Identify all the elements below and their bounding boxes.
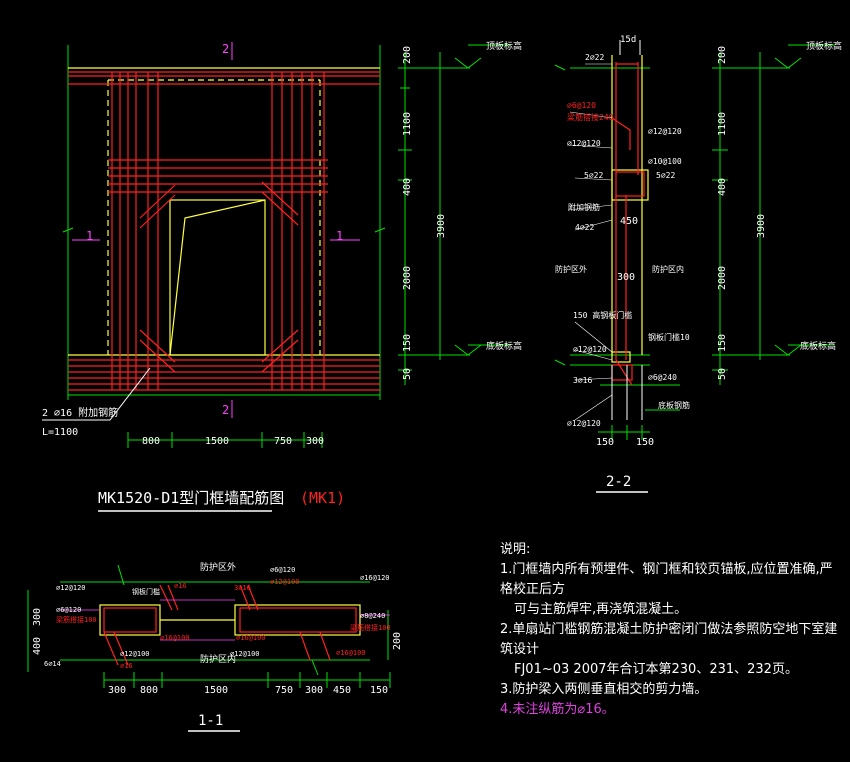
sec11-bottom-text: 防护区内 <box>200 653 236 665</box>
sec22-label-inside: 防护区内 <box>652 264 684 274</box>
sec11-dim-b4: 300 <box>305 685 323 696</box>
sec22-label-l0: 2⌀22 <box>585 53 604 62</box>
sec11-top-text: 防护区外 <box>200 561 236 573</box>
sec11-l9: ⌀16 <box>174 582 187 590</box>
sec11-l3: 6⌀14 <box>44 660 61 668</box>
section-2-2: 15d 2⌀22 ⌀6@120 梁筋搭接240 ⌀12@120 5⌀22 附加钢… <box>554 35 842 493</box>
sec22-level-top: 顶板标高 <box>806 40 842 52</box>
sec22-label-l5: 附加钢筋 <box>568 202 600 212</box>
dim-right-200: 200 <box>402 46 413 64</box>
sec11-l16: 梁筋搭接100 <box>350 623 391 632</box>
dim-total: 3900 <box>436 214 447 238</box>
sec22-level-bottom: 底板标高 <box>800 340 836 352</box>
sec22-label-r7: 底板钢筋 <box>658 400 690 410</box>
sec22-top-dim: 15d <box>620 35 636 45</box>
dim-bottom-4: 300 <box>306 436 324 447</box>
sec22-label-l7: 150 高钢板门槛 <box>573 310 632 320</box>
sec22-dim-right-400: 400 <box>717 178 728 196</box>
elevation-view: 2 2 1 1 2 ⌀16 附加钢筋 L=1100 800 1500 750 3… <box>42 40 522 448</box>
sec11-dim-b6: 150 <box>370 685 388 696</box>
notes-block: 说明: 1.门框墙内所有预埋件、钢门框和铰页锚板,应位置准确,严格校正后方 可与… <box>500 540 840 720</box>
sec22-label-l8: ⌀12@120 <box>573 345 607 354</box>
notes-line-4: FJ01~03 2007年合订本第230、231、232页。 <box>514 662 798 677</box>
sec22-dim-b1: 150 <box>636 437 654 448</box>
dim-right-2000: 2000 <box>402 266 413 290</box>
dim-bottom-3: 750 <box>274 436 292 447</box>
title-tag: (MK1) <box>300 489 345 507</box>
sec11-l5: ⌀16 <box>120 662 133 670</box>
sec11-l2: 梁筋搭接100 <box>56 615 97 624</box>
dim-right-150: 150 <box>402 334 413 352</box>
sec22-dim-450: 450 <box>620 216 638 227</box>
sec22-label-r1: ⌀10@100 <box>648 157 682 166</box>
notes-heading: 说明: <box>500 542 531 557</box>
dim-right-50: 50 <box>402 368 413 380</box>
sec11-l12: ⌀12@100 <box>270 578 300 586</box>
sec22-label-l3: ⌀12@120 <box>567 139 601 148</box>
sec22-dim-total: 3900 <box>756 214 767 238</box>
sec22-label-outside: 防护区外 <box>555 264 587 274</box>
sec11-dim-r: 200 <box>392 632 403 650</box>
sec11-l1: ⌀6@120 <box>56 606 81 614</box>
section-mark-top: 2 <box>222 42 229 56</box>
sec22-label-l4: 5⌀22 <box>584 171 603 180</box>
sec22-label-r2: 5⌀22 <box>656 171 675 180</box>
sec11-dim-b0: 300 <box>108 685 126 696</box>
sec22-label-l6: 4⌀22 <box>575 223 594 232</box>
sec11-dim-b5: 450 <box>333 685 351 696</box>
notes-line-5: 3.防护梁入两侧垂直相交的剪力墙。 <box>500 682 708 697</box>
level-bottom: 底板标高 <box>486 340 522 352</box>
sec11-l4: ⌀12@100 <box>120 650 150 658</box>
sec22-dim-right-200: 200 <box>717 46 728 64</box>
sec22-dim-right-50: 50 <box>717 368 728 380</box>
notes-line-3: 2.单扇站门槛钢筋混凝土防护密闭门做法参照防空地下室建筑设计 <box>500 622 838 657</box>
sec22-label-l1: ⌀6@120 <box>567 101 596 110</box>
dim-bottom-2: 1500 <box>205 436 229 447</box>
dim-bottom-1: 800 <box>142 436 160 447</box>
sec11-l6: 钢板门槛 <box>132 587 160 596</box>
sec22-dim-right-1100: 1100 <box>717 112 728 136</box>
section-mark-left: 1 <box>86 229 93 243</box>
sec22-dim-right-2000: 2000 <box>717 266 728 290</box>
section-mark-bottom: 2 <box>222 403 229 417</box>
sec22-label-r5: 钢板门槛10 <box>648 332 690 342</box>
sec11-label: 1-1 <box>198 713 223 729</box>
sec22-dim-right-150: 150 <box>717 334 728 352</box>
sec22-dim-b0: 150 <box>596 437 614 448</box>
sec22-label-l2: 梁筋搭接240 <box>567 112 614 122</box>
sec11-dim-b1: 800 <box>140 685 158 696</box>
sec22-label-l9: 3⌀16 <box>573 376 592 385</box>
sec22-label-r6: ⌀6@240 <box>648 373 677 382</box>
sec11-dim-b2: 1500 <box>204 685 228 696</box>
title-main: MK1520-D1型门框墙配筋图 <box>98 489 284 507</box>
sec22-label: 2-2 <box>606 474 631 490</box>
sec11-l10: 3⌀16 <box>234 584 251 592</box>
section-mark-right: 1 <box>336 229 343 243</box>
notes-line-1: 1.门框墙内所有预埋件、钢门框和铰页锚板,应位置准确,严格校正后方 <box>500 562 833 597</box>
dim-right-1100: 1100 <box>402 112 413 136</box>
sec11-l13: ⌀16@100 <box>236 634 266 642</box>
sec11-l11: ⌀6@120 <box>270 566 295 574</box>
level-top: 顶板标高 <box>486 40 522 52</box>
section-1-1: 防护区外 防护区内 ⌀12@120 ⌀6@120 梁筋搭接100 6⌀14 ⌀1… <box>27 561 403 732</box>
rebar-length: L=1100 <box>42 427 78 438</box>
sec22-label-r0: ⌀12@120 <box>648 127 682 136</box>
sec11-dim-b3: 750 <box>275 685 293 696</box>
dim-right-400: 400 <box>402 178 413 196</box>
sec11-l15: ⌀8@240 <box>360 612 385 620</box>
sec11-l7: ⌀16@100 <box>160 634 190 642</box>
sec11-l0: ⌀12@120 <box>56 584 86 592</box>
sec22-dim-300: 300 <box>617 272 635 283</box>
notes-highlight: 4.未注纵筋为⌀16。 <box>500 702 615 717</box>
sec11-l8: ⌀12@100 <box>230 650 260 658</box>
notes-line-2: 可与主筋焊牢,再浇筑混凝土。 <box>514 602 688 617</box>
sec11-dim-l1: 400 <box>32 637 43 655</box>
sec11-l14: ⌀16@120 <box>360 574 390 582</box>
drawing-title: MK1520-D1型门框墙配筋图 (MK1) <box>98 489 345 512</box>
rebar-note: 2 ⌀16 附加钢筋 <box>42 406 118 419</box>
sec22-label-l10: ⌀12@120 <box>567 419 601 428</box>
sec11-l17: ⌀16@100 <box>336 649 366 657</box>
sec11-dim-l0: 300 <box>32 608 43 626</box>
